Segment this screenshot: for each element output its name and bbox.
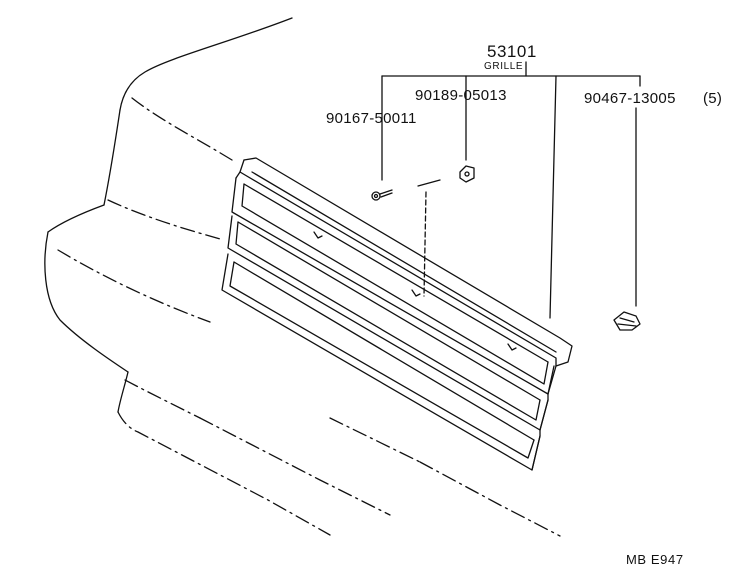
callout-90467: 90467-13005 [584, 90, 676, 107]
grille-part [221, 157, 573, 471]
callout-90467-quantity: (5) [703, 90, 723, 107]
nut-90189 [459, 165, 475, 183]
callout-90189: 90189-05013 [415, 87, 507, 104]
clip-90467 [613, 311, 641, 331]
callout-90167: 90167-50011 [326, 110, 417, 127]
leader-lines [381, 61, 641, 319]
screw-90167 [371, 189, 393, 201]
assembly-name: GRILLE [484, 61, 524, 72]
assembly-part-number: 53101 [487, 42, 537, 61]
car-body-outline [44, 17, 561, 537]
drawing-code: MB E947 [626, 552, 684, 567]
